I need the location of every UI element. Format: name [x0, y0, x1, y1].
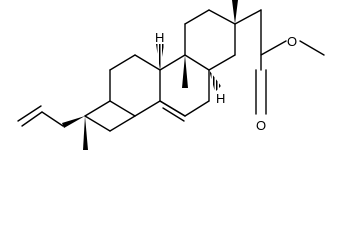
structure-canvas: H H O O	[17, 0, 325, 150]
vinyl-group	[17, 105, 85, 128]
ring-a	[184, 9, 236, 71]
methyl-wedge-c4	[232, 0, 238, 24]
ester-group	[234, 9, 325, 115]
hash-wedge-h9	[209, 70, 221, 92]
methyl-wedge-c13	[83, 116, 88, 150]
methyl-wedge-c10	[182, 55, 188, 88]
atom-label-o-carbonyl: O	[256, 118, 266, 133]
ring-c	[109, 54, 186, 122]
atom-label-h5: H	[155, 30, 164, 45]
atom-label-o-ester: O	[287, 34, 297, 49]
atom-label-h9: H	[216, 91, 225, 106]
hash-wedge-h5	[156, 44, 164, 70]
chemical-structure: H H O O	[17, 0, 325, 150]
ring-c-lower	[84, 100, 136, 132]
